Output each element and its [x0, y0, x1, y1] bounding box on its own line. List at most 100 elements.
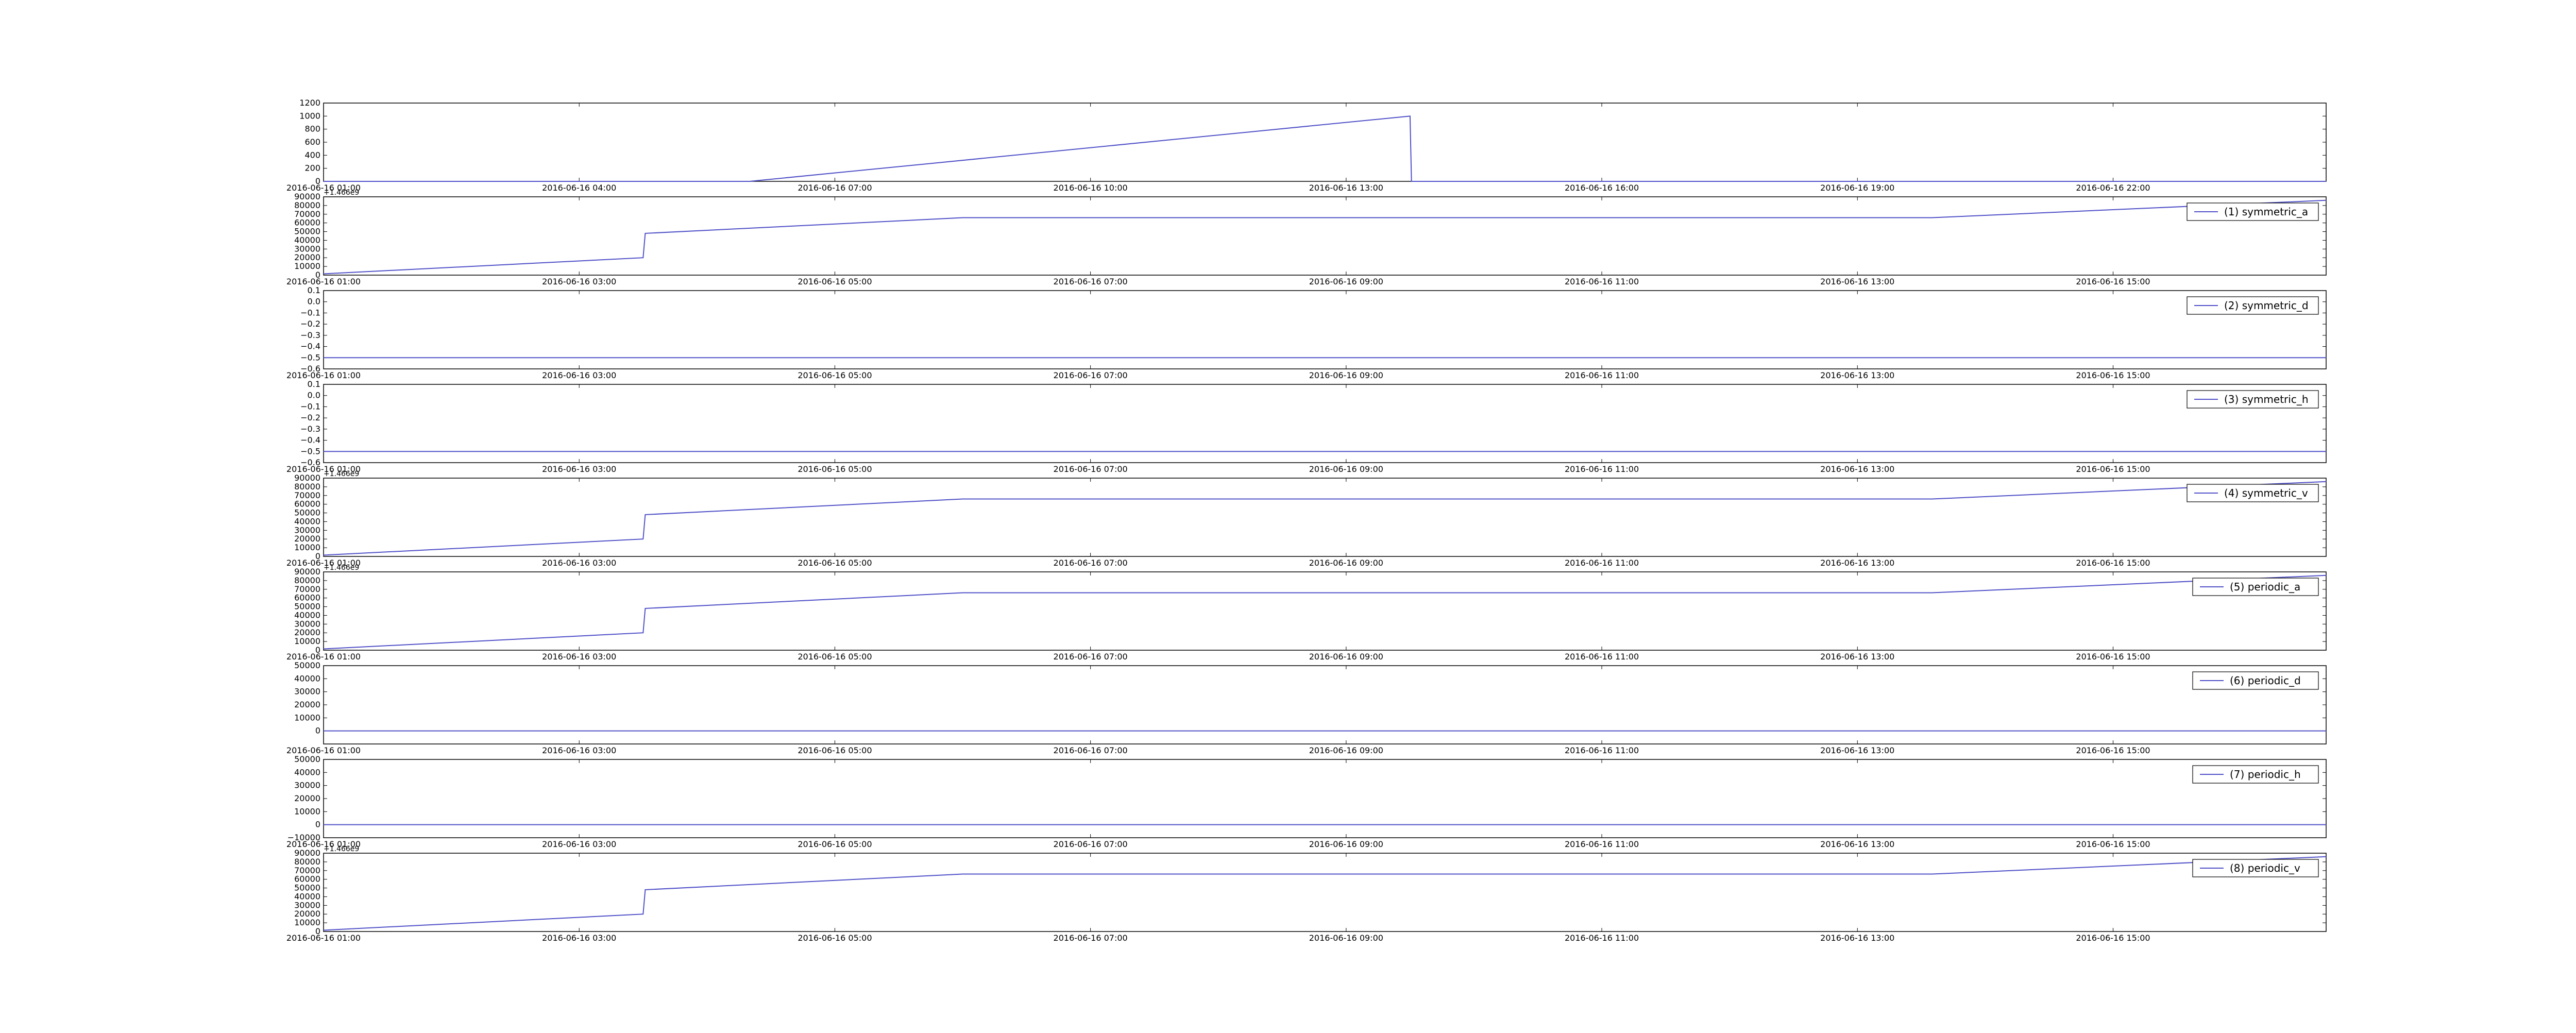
x-tick-label: 2016-06-16 01:00	[286, 652, 361, 662]
axes-frame	[323, 103, 2327, 182]
subplot-8: −10000010000200003000040000500002016-06-…	[286, 754, 2327, 849]
legend-label: (1) symmetric_a	[2224, 206, 2308, 218]
x-tick-label: 2016-06-16 05:00	[798, 370, 872, 380]
y-tick-label: 80000	[294, 200, 320, 210]
x-tick-label: 2016-06-16 01:00	[286, 277, 361, 286]
y-tick-label: 70000	[294, 584, 320, 594]
y-tick-label: 0	[315, 645, 320, 655]
x-tick-label: 2016-06-16 07:00	[798, 183, 872, 193]
y-tick-label: 50000	[294, 883, 320, 893]
y-tick-label: 0	[315, 820, 320, 829]
axes-frame	[323, 853, 2327, 932]
y-tick-label: 30000	[294, 244, 320, 253]
x-tick-label: 2016-06-16 11:00	[1565, 464, 1639, 474]
y-tick-label: 90000	[294, 473, 320, 483]
x-tick-label: 2016-06-16 15:00	[2076, 652, 2150, 662]
y-tick-label: −0.1	[300, 308, 320, 317]
legend-label: (3) symmetric_h	[2224, 393, 2309, 405]
legend: (7) periodic_h	[2192, 765, 2319, 784]
axes-frame	[323, 478, 2327, 557]
y-tick-label: 1000	[299, 111, 320, 121]
x-tick-label: 2016-06-16 07:00	[1054, 558, 1128, 568]
y-tick-label: −0.5	[300, 352, 320, 362]
x-tick-label: 2016-06-16 15:00	[2076, 277, 2150, 286]
x-tick-label: 2016-06-16 07:00	[1054, 839, 1128, 849]
x-tick-label: 2016-06-16 15:00	[2076, 839, 2150, 849]
y-tick-label: 30000	[294, 781, 320, 790]
y-tick-label: 10000	[294, 713, 320, 722]
legend-label: (7) periodic_h	[2230, 768, 2301, 781]
legend: (5) periodic_a	[2192, 578, 2319, 596]
y-tick-label: 0.1	[308, 285, 320, 295]
x-tick-label: 2016-06-16 13:00	[1820, 652, 1894, 662]
series-line-1	[324, 115, 2326, 182]
legend-label: (5) periodic_a	[2230, 581, 2300, 593]
axes-frame	[323, 290, 2327, 369]
x-tick-label: 2016-06-16 03:00	[542, 370, 616, 380]
x-tick-label: 2016-06-16 05:00	[798, 277, 872, 286]
y-tick-label: 1200	[299, 98, 320, 108]
y-tick-label: 0.0	[308, 391, 320, 400]
x-tick-label: 2016-06-16 16:00	[1565, 183, 1639, 193]
x-tick-label: 2016-06-16 13:00	[1820, 839, 1894, 849]
y-tick-label: −10000	[287, 833, 320, 842]
x-tick-label: 2016-06-16 03:00	[542, 933, 616, 943]
x-tick-label: 2016-06-16 01:00	[286, 370, 361, 380]
y-tick-label: 50000	[294, 602, 320, 612]
x-tick-label: 2016-06-16 15:00	[2076, 464, 2150, 474]
subplot-5: 0100002000030000400005000060000700008000…	[286, 470, 2327, 568]
y-tick-label: 60000	[294, 218, 320, 228]
y-tick-label: 30000	[294, 900, 320, 910]
y-tick-label: −0.6	[300, 458, 320, 467]
x-tick-label: 2016-06-16 01:00	[286, 558, 361, 568]
x-tick-label: 2016-06-16 09:00	[1309, 464, 1383, 474]
x-tick-label: 2016-06-16 05:00	[798, 558, 872, 568]
y-tick-label: 10000	[294, 806, 320, 816]
x-tick-label: 2016-06-16 10:00	[1054, 183, 1128, 193]
y-tick-label: 50000	[294, 227, 320, 236]
y-tick-label: 20000	[294, 628, 320, 637]
legend-box	[2187, 484, 2319, 502]
series-line-1	[323, 856, 2327, 931]
legend-label: (2) symmetric_d	[2224, 299, 2309, 312]
x-tick-label: 2016-06-16 09:00	[1309, 277, 1383, 286]
x-tick-label: 2016-06-16 07:00	[1054, 933, 1128, 943]
subplot-3: −0.6−0.5−0.4−0.3−0.2−0.10.00.12016-06-16…	[286, 285, 2327, 380]
x-tick-label: 2016-06-16 07:00	[1054, 464, 1128, 474]
axes-frame	[323, 196, 2327, 276]
y-tick-label: 40000	[294, 767, 320, 777]
y-tick-label: 400	[304, 150, 320, 160]
x-tick-label: 2016-06-16 07:00	[1054, 277, 1128, 286]
y-tick-label: 0	[315, 726, 320, 736]
series-line-1	[323, 481, 2327, 556]
x-tick-label: 2016-06-16 05:00	[798, 746, 872, 755]
y-tick-label: 40000	[294, 891, 320, 901]
y-offset-label: +1.466e9	[324, 564, 359, 572]
legend: (2) symmetric_d	[2187, 296, 2319, 315]
y-tick-label: 0.1	[308, 379, 320, 389]
y-tick-label: −0.2	[300, 413, 320, 422]
legend-label: (4) symmetric_v	[2224, 487, 2308, 499]
x-tick-label: 2016-06-16 13:00	[1820, 464, 1894, 474]
y-tick-label: 70000	[294, 866, 320, 875]
x-tick-label: 2016-06-16 01:00	[286, 746, 361, 755]
legend-label: (8) periodic_v	[2230, 862, 2300, 874]
x-tick-label: 2016-06-16 11:00	[1565, 277, 1639, 286]
x-tick-label: 2016-06-16 05:00	[798, 839, 872, 849]
y-tick-label: 200	[304, 163, 320, 173]
y-tick-label: −0.4	[300, 342, 320, 351]
y-tick-label: 90000	[294, 567, 320, 577]
x-tick-label: 2016-06-16 11:00	[1565, 933, 1639, 943]
x-tick-label: 2016-06-16 03:00	[542, 652, 616, 662]
axes-frame	[323, 665, 2327, 744]
axes-frame	[323, 571, 2327, 651]
x-tick-label: 2016-06-16 13:00	[1820, 558, 1894, 568]
y-tick-label: 70000	[294, 490, 320, 500]
y-tick-label: −0.3	[300, 330, 320, 340]
x-tick-label: 2016-06-16 09:00	[1309, 558, 1383, 568]
x-tick-label: 2016-06-16 15:00	[2076, 370, 2150, 380]
y-tick-label: 80000	[294, 857, 320, 867]
x-tick-label: 2016-06-16 15:00	[2076, 746, 2150, 755]
